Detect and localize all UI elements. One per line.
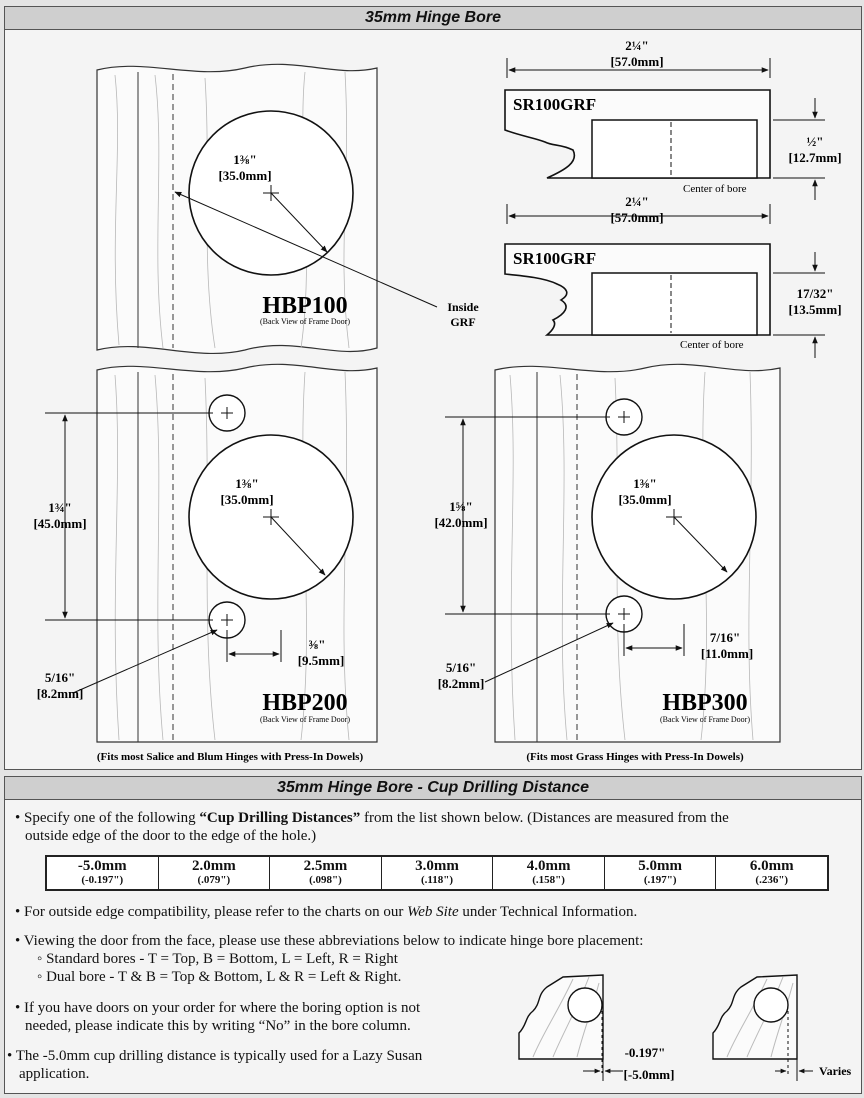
hbp100-diameter-mm: [35.0mm] xyxy=(218,168,271,183)
hbp100-diameter-in: 1⅜" xyxy=(233,152,256,167)
web-site-link[interactable]: Web Site xyxy=(407,904,459,920)
sr-bottom-width-in: 2¼" xyxy=(625,194,648,209)
abbreviation-note: • Viewing the door from the face, please… xyxy=(15,933,644,949)
lazy-susan-door-profile: -0.197" [-5.0mm] xyxy=(518,974,675,1082)
compatibility-note: • For outside edge compatibility, please… xyxy=(15,904,638,920)
hbp200-diameter-in: 1⅜" xyxy=(235,476,258,491)
sr-bottom-label: SR100GRF xyxy=(513,249,596,268)
sr-bottom-depth-in: 17/32" xyxy=(797,286,834,301)
distance-cell: -5.0mm(-0.197") xyxy=(47,857,159,889)
hbp200-fits-note: (Fits most Salice and Blum Hinges with P… xyxy=(97,751,364,763)
neg-distance-in: -0.197" xyxy=(625,1045,666,1060)
distance-cell: 2.0mm(.079") xyxy=(159,857,271,889)
standard-bores-note: ◦ Standard bores - T = Top, B = Bottom, … xyxy=(37,951,398,967)
hbp300-dowel-in: 5/16" xyxy=(446,660,476,675)
cup-drilling-panel: 35mm Hinge Bore - Cup Drilling Distance … xyxy=(4,776,862,1094)
distance-cell: 3.0mm(.118") xyxy=(382,857,494,889)
hbp100-door: 1⅜" [35.0mm] HBP100 (Back View of Frame … xyxy=(96,63,378,355)
sr-top-depth-mm: [12.7mm] xyxy=(788,150,841,165)
hbp300-offset-in: 7/16" xyxy=(710,630,740,645)
hbp300-spacing-mm: [42.0mm] xyxy=(434,515,487,530)
distance-cell: 6.0mm(.236") xyxy=(749,858,794,886)
distance-cell: 5.0mm(.197") xyxy=(605,857,717,889)
hinge-bore-panel: 35mm Hinge Bore 1⅜" [35.0mm] xyxy=(4,6,862,770)
hbp300-spacing-in: 1⅝" xyxy=(449,499,472,514)
hbp200-dowel-mm: [8.2mm] xyxy=(37,686,84,701)
hbp300-diameter-in: 1⅜" xyxy=(633,476,656,491)
hbp300-door: 1⅝" [42.0mm] 1⅜" [35.0mm] 7/16" [11.0mm]… xyxy=(434,363,781,743)
varies-label: Varies xyxy=(819,1064,852,1078)
lazy-susan-note-cont: application. xyxy=(19,1066,90,1082)
hbp200-offset-mm: [9.5mm] xyxy=(298,653,345,668)
hbp300-label: HBP300 xyxy=(662,690,747,716)
hbp300-dowel-mm: [8.2mm] xyxy=(438,676,485,691)
cup-drilling-distance-table: -5.0mm(-0.197") 2.0mm(.079") 2.5mm(.098"… xyxy=(45,855,829,891)
specify-instruction-cont: outside edge of the door to the edge of … xyxy=(25,828,317,844)
hinge-bore-drawings: 1⅜" [35.0mm] HBP100 (Back View of Frame … xyxy=(33,38,842,763)
sr-top-center-label: Center of bore xyxy=(683,183,747,195)
no-bore-note: • If you have doors on your order for wh… xyxy=(15,1000,421,1016)
hbp200-diameter-mm: [35.0mm] xyxy=(220,492,273,507)
hbp200-dowel-in: 5/16" xyxy=(45,670,75,685)
hbp100-label: HBP100 xyxy=(262,293,347,319)
hbp200-sublabel: (Back View of Frame Door) xyxy=(260,715,350,724)
hbp300-fits-note: (Fits most Grass Hinges with Press-In Do… xyxy=(526,751,744,763)
hbp300-sublabel: (Back View of Frame Door) xyxy=(660,715,750,724)
sr-top-label: SR100GRF xyxy=(513,95,596,114)
no-bore-note-cont: needed, please indicate this by writing … xyxy=(25,1018,411,1034)
sr100grf-top-profile: 2¼" [57.0mm] SR100GRF Center of bore ½" … xyxy=(504,38,842,200)
inside-grf-line2: GRF xyxy=(450,315,475,329)
sr-top-width-in: 2¼" xyxy=(625,38,648,53)
sr-bottom-depth-mm: [13.5mm] xyxy=(788,302,841,317)
dual-bore-note: ◦ Dual bore - T & B = Top & Bottom, L & … xyxy=(37,969,402,985)
hbp200-label: HBP200 xyxy=(262,690,347,716)
hbp300-offset-mm: [11.0mm] xyxy=(701,646,753,661)
neg-distance-mm: [-5.0mm] xyxy=(624,1067,675,1082)
edge-distance-diagrams: -0.197" [-5.0mm] Varies xyxy=(518,974,852,1082)
hbp200-offset-in: ⅜" xyxy=(309,637,326,652)
hbp200-door: 1¾" [45.0mm] 1⅜" [35.0mm] ⅜" [9.5mm] 5/1… xyxy=(33,363,378,743)
sr-bottom-center-label: Center of bore xyxy=(680,339,744,351)
distance-cell: 4.0mm(.158") xyxy=(493,857,605,889)
hbp200-spacing-mm: [45.0mm] xyxy=(33,516,86,531)
sr-top-width-mm: [57.0mm] xyxy=(610,54,663,69)
lazy-susan-note: • The -5.0mm cup drilling distance is ty… xyxy=(7,1048,423,1064)
specify-instruction: • Specify one of the following “Cup Dril… xyxy=(15,810,729,826)
hbp200-spacing-in: 1¾" xyxy=(48,500,71,515)
hbp300-diameter-mm: [35.0mm] xyxy=(618,492,671,507)
cup-drilling-title: 35mm Hinge Bore - Cup Drilling Distance xyxy=(5,777,861,800)
standard-door-profile: Varies xyxy=(712,974,852,1081)
hbp100-sublabel: (Back View of Frame Door) xyxy=(260,317,350,326)
inside-grf-line1: Inside xyxy=(447,300,479,314)
panel-title: 35mm Hinge Bore xyxy=(5,7,861,30)
distance-cell: 2.5mm(.098") xyxy=(270,857,382,889)
sr100grf-bottom-profile: 2¼" [57.0mm] SR100GRF Center of bore 17/… xyxy=(504,194,842,358)
sr-top-depth-in: ½" xyxy=(807,134,824,149)
sr-bottom-width-mm: [57.0mm] xyxy=(610,210,663,225)
